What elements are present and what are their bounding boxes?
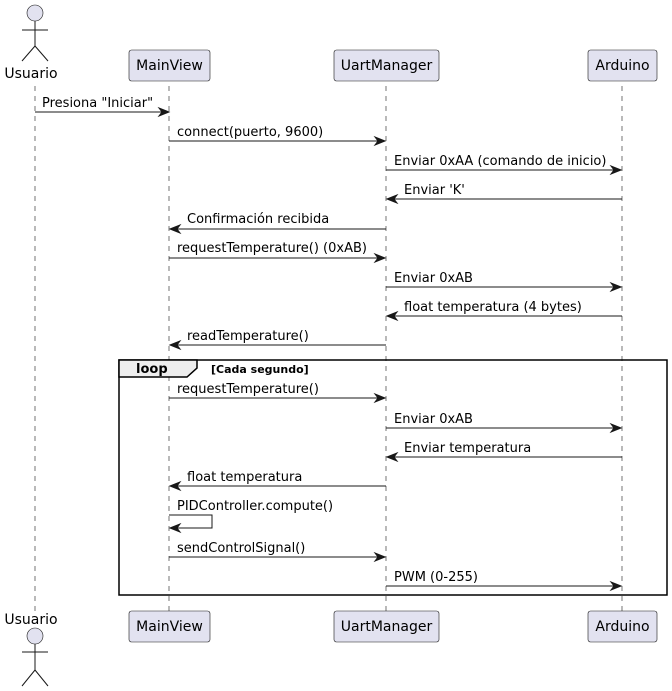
loop-guard: [Cada segundo] xyxy=(211,363,309,376)
message-label: Enviar 'K' xyxy=(404,183,465,198)
message-label: Enviar 0xAA (comando de inicio) xyxy=(394,154,606,169)
participant-label: Arduino xyxy=(595,619,649,635)
loop-frame xyxy=(118,359,668,596)
message-enviar-0xab: Enviar 0xAB xyxy=(386,271,623,293)
participant-mainview-bottom: MainView xyxy=(128,610,211,643)
message-label: Enviar 0xAB xyxy=(394,271,473,286)
participant-label: UartManager xyxy=(341,58,433,74)
message-label: connect(puerto, 9600) xyxy=(177,125,323,140)
message-confirmacion-recibida: Confirmación recibida xyxy=(168,212,386,235)
message-request-temperature-0xab: requestTemperature() (0xAB) xyxy=(169,241,387,264)
loop-fragment: loop [Cada segundo] xyxy=(118,359,668,596)
message-label: Confirmación recibida xyxy=(187,212,329,227)
message-send-control-signal: sendControlSignal() xyxy=(169,541,387,563)
actor-usuario-top: Usuario xyxy=(4,4,58,82)
message-label: PIDController.compute() xyxy=(177,499,333,514)
message-request-temperature: requestTemperature() xyxy=(169,382,387,404)
message-enviar-0xaa: Enviar 0xAA (comando de inicio) xyxy=(386,154,623,176)
message-enviar-0xab-loop: Enviar 0xAB xyxy=(386,412,623,434)
participant-uartmanager-bottom: UartManager xyxy=(333,610,440,643)
participant-label: Usuario xyxy=(4,612,57,628)
message-label: Enviar temperatura xyxy=(404,441,531,456)
message-pid-compute: PIDController.compute() xyxy=(168,499,333,534)
message-label: float temperatura (4 bytes) xyxy=(404,300,582,315)
actor-usuario-bottom: Usuario xyxy=(4,612,58,687)
message-label: requestTemperature() xyxy=(177,382,319,397)
participant-arduino-top: Arduino xyxy=(587,49,658,82)
message-presiona-iniciar: Presiona "Iniciar" xyxy=(35,96,171,118)
message-label: sendControlSignal() xyxy=(177,541,305,556)
message-enviar-temperatura: Enviar temperatura xyxy=(385,441,622,463)
actor-head-icon xyxy=(26,4,44,22)
message-label: Enviar 0xAB xyxy=(394,412,473,427)
message-label: PWM (0-255) xyxy=(394,570,478,585)
message-connect: connect(puerto, 9600) xyxy=(169,125,387,147)
message-label: Presiona "Iniciar" xyxy=(42,96,153,111)
message-float-temperatura: float temperatura xyxy=(168,470,386,492)
actor-head-icon xyxy=(26,627,44,645)
message-enviar-k: Enviar 'K' xyxy=(385,183,622,205)
participant-label: UartManager xyxy=(341,619,433,635)
message-read-temperature: readTemperature() xyxy=(168,329,386,351)
message-label: requestTemperature() (0xAB) xyxy=(177,241,367,256)
participant-mainview-top: MainView xyxy=(128,49,211,82)
participant-arduino-bottom: Arduino xyxy=(587,610,658,643)
participant-label: MainView xyxy=(136,619,203,635)
participant-label: MainView xyxy=(136,58,203,74)
message-label: float temperatura xyxy=(187,470,302,485)
message-pwm: PWM (0-255) xyxy=(386,570,623,592)
loop-tab xyxy=(118,359,198,378)
message-label: readTemperature() xyxy=(187,329,309,344)
participant-label: Arduino xyxy=(595,58,649,74)
participant-uartmanager-top: UartManager xyxy=(333,49,440,82)
participant-label: Usuario xyxy=(4,66,57,82)
message-float-temperatura-4-bytes: float temperatura (4 bytes) xyxy=(385,300,622,322)
loop-keyword: loop xyxy=(136,362,168,377)
